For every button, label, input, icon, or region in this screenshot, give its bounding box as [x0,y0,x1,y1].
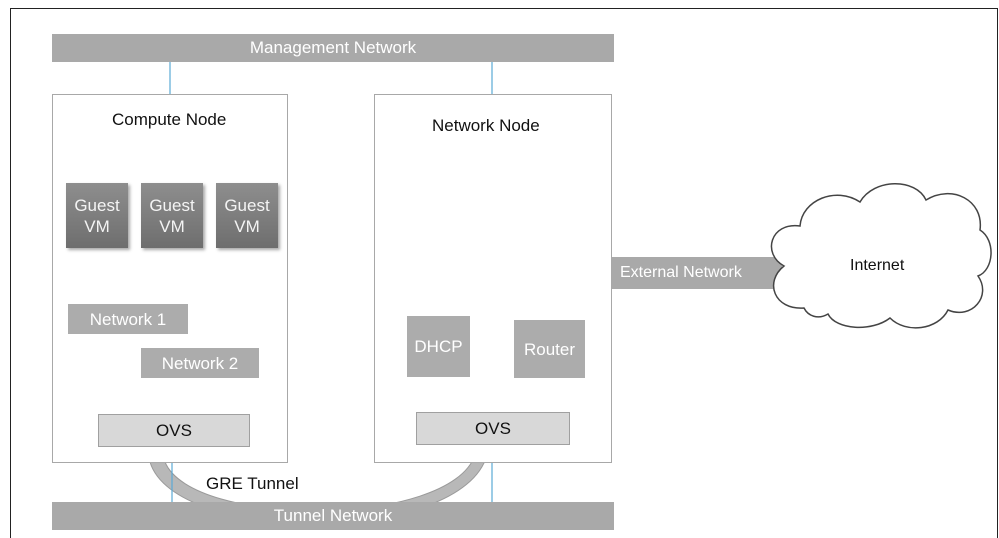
guest-vm-3: Guest VM [216,183,278,248]
compute-node-box [52,94,288,463]
compute-ovs-box: OVS [98,414,250,447]
management-network-label: Management Network [249,38,417,57]
network-node-box [374,94,612,463]
network-node-title: Network Node [432,116,540,135]
internet-cloud-icon [770,183,992,329]
internet-label: Internet [850,257,905,274]
external-network-label: External Network [620,264,742,281]
tunnel-network-label: Tunnel Network [273,506,393,525]
gre-tunnel-label: GRE Tunnel [206,474,299,493]
management-network-bar: Management Network [52,34,614,62]
router-box: Router [514,320,585,378]
tunnel-network-bar: Tunnel Network [52,502,614,530]
network-node-ovs-box: OVS [416,412,570,445]
guest-vm-1: Guest VM [66,183,128,248]
guest-vm-2: Guest VM [141,183,203,248]
network-2-box: Network 2 [141,348,259,378]
network-1-box: Network 1 [68,304,188,334]
external-network-bar: External Network [612,257,782,289]
dhcp-box: DHCP [407,316,470,377]
compute-node-title: Compute Node [112,110,227,129]
diagram-frame [10,8,998,538]
